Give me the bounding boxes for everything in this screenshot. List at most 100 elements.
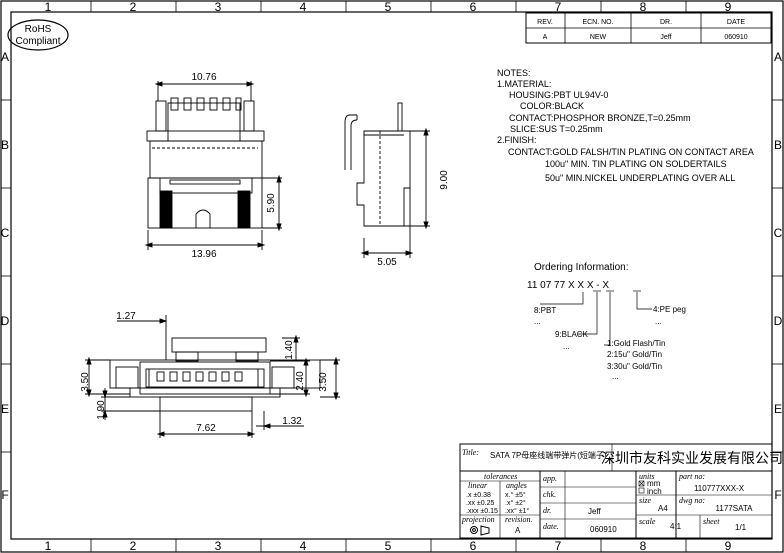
zone-right-e: E xyxy=(774,402,782,416)
zone-left-e: E xyxy=(1,402,9,416)
zone-bottom-2: 2 xyxy=(130,539,137,553)
dim-side-depth: 5.05 xyxy=(377,257,397,268)
tol-angle-2: .x° ±2° xyxy=(505,499,526,507)
zone-right-a: A xyxy=(774,50,782,64)
tolerances-label: tolerances xyxy=(484,472,517,481)
ordering-ellipsis: ... xyxy=(655,317,662,326)
ordering-plating-1: 1:Gold Flash/Tin xyxy=(607,339,665,348)
zone-left-f: F xyxy=(1,488,8,502)
zone-right-b: B xyxy=(774,138,782,152)
zone-bottom-3: 3 xyxy=(215,539,222,553)
zone-top-1: 1 xyxy=(45,0,52,14)
revision-value: A xyxy=(515,526,521,535)
projection-label: projection xyxy=(461,515,495,524)
zone-bottom-9: 9 xyxy=(725,539,732,553)
rev-value-date: 060910 xyxy=(724,34,747,41)
rev-header-date: DATE xyxy=(727,19,745,26)
zone-right-f: F xyxy=(774,488,781,502)
unit-mm: mm xyxy=(647,479,661,488)
linear-label: linear xyxy=(468,481,488,490)
dim-right-height: 3.50 xyxy=(318,372,329,392)
notes-line: SLICE:SUS T=0.25mm xyxy=(510,124,603,134)
zone-bottom-4: 4 xyxy=(300,539,307,553)
date-value: 060910 xyxy=(590,525,617,534)
zone-top-7: 7 xyxy=(555,0,562,14)
zone-top-6: 6 xyxy=(470,0,477,14)
size-label: size xyxy=(639,496,651,505)
app-label: app. xyxy=(543,474,557,483)
angles-label: angles xyxy=(506,481,527,490)
notes-line: CONTACT:PHOSPHOR BRONZE,T=0.25mm xyxy=(509,113,691,123)
notes-line: CONTACT:GOLD FALSH/TIN PLATING ON CONTAC… xyxy=(508,147,754,157)
rev-header-dr: DR. xyxy=(660,19,672,26)
notes-title: NOTES: xyxy=(497,68,531,78)
company-name: 深圳市友科实业发展有限公司 xyxy=(601,450,783,467)
zone-top-3: 3 xyxy=(215,0,222,14)
revision-table: REV. ECN. NO. DR. DATE A NEW Jeff 060910 xyxy=(525,12,772,44)
ordering-info: Ordering Information: 11 07 77 X X X - X… xyxy=(527,262,686,381)
zone-top-9: 9 xyxy=(725,0,732,14)
scale-value: 4:1 xyxy=(670,522,682,531)
title-block xyxy=(459,443,773,539)
rev-header-ecn: ECN. NO. xyxy=(582,19,613,26)
rohs-line-2: Compliant xyxy=(15,36,60,47)
dwg-no-value: 1177SATA xyxy=(716,504,754,513)
ordering-plating-3: 3:30u" Gold/Tin xyxy=(607,362,662,371)
inner-border xyxy=(10,11,773,540)
dwg-no-label: dwg no: xyxy=(679,496,705,505)
sheet-value: 1/1 xyxy=(735,523,747,532)
zone-top-8: 8 xyxy=(640,0,647,14)
sheet-label: sheet xyxy=(703,517,720,526)
rev-value-ecn: NEW xyxy=(590,34,607,41)
zone-left-b: B xyxy=(1,138,9,152)
ordering-pe-peg: 4:PE peg xyxy=(653,305,686,314)
title-value: SATA 7P母座线端带弹片(短端子) xyxy=(490,450,607,460)
units-label: units xyxy=(639,472,655,481)
notes-line: COLOR:BLACK xyxy=(520,101,584,111)
rev-value-dr: Jeff xyxy=(660,34,671,41)
zone-top-4: 4 xyxy=(300,0,307,14)
front-view xyxy=(144,81,282,250)
zone-bottom-6: 6 xyxy=(470,539,477,553)
tol-linear-2: .xx ±0.25 xyxy=(466,500,494,507)
ordering-code: 11 07 77 X X X - X xyxy=(527,280,609,291)
tol-angle-3: .xx° ±1° xyxy=(505,507,529,515)
zone-top-2: 2 xyxy=(130,0,137,14)
zone-bottom-7: 7 xyxy=(555,539,562,553)
zone-bottom-5: 5 xyxy=(385,539,392,553)
rohs-line-1: RoHS xyxy=(25,24,52,35)
tol-linear-1: .x ±0.38 xyxy=(466,492,491,499)
revision-label: revision. xyxy=(505,515,532,524)
zone-left-c: C xyxy=(1,226,10,240)
notes-line: 50u" MIN.NICKEL UNDERPLATING OVER ALL xyxy=(545,173,735,183)
title-block-text: Title: SATA 7P母座线端带弹片(短端子) 深圳市友科实业发展有限公司… xyxy=(461,448,783,535)
rev-value-rev: A xyxy=(543,34,548,41)
dim-pitch-offset: 1.27 xyxy=(116,311,136,322)
rohs-badge: RoHS Compliant xyxy=(7,19,69,51)
notes-line: 100u" MIN. TIN PLATING ON SOLDERTAILS xyxy=(545,159,727,169)
ordering-ellipsis: ... xyxy=(534,317,541,326)
title-label: Title: xyxy=(462,448,479,457)
ordering-ellipsis: ... xyxy=(563,342,570,351)
dim-side-height: 9.00 xyxy=(439,170,450,190)
date-label: date. xyxy=(543,522,559,531)
tol-angle-1: x.° ±5° xyxy=(505,491,526,499)
scale-label: scale xyxy=(639,517,656,526)
zone-bottom-1: 1 xyxy=(45,539,52,553)
dim-front-height: 5.90 xyxy=(266,193,277,213)
zone-right-d: D xyxy=(774,314,783,328)
ordering-plating-2: 2:15u" Gold/Tin xyxy=(607,350,662,359)
dim-inner-height: 2.40 xyxy=(295,371,306,391)
dim-edge-offset: 1.32 xyxy=(282,416,302,427)
ordering-ellipsis: ... xyxy=(612,372,619,381)
dr-label: dr. xyxy=(543,506,551,515)
part-no-label: part no: xyxy=(678,472,705,481)
notes-line: 2.FINISH: xyxy=(497,135,537,145)
ordering-black: 9:BLACK xyxy=(555,330,589,339)
size-value: A4 xyxy=(658,504,668,513)
dim-peg-height: 1.90 xyxy=(96,400,107,420)
